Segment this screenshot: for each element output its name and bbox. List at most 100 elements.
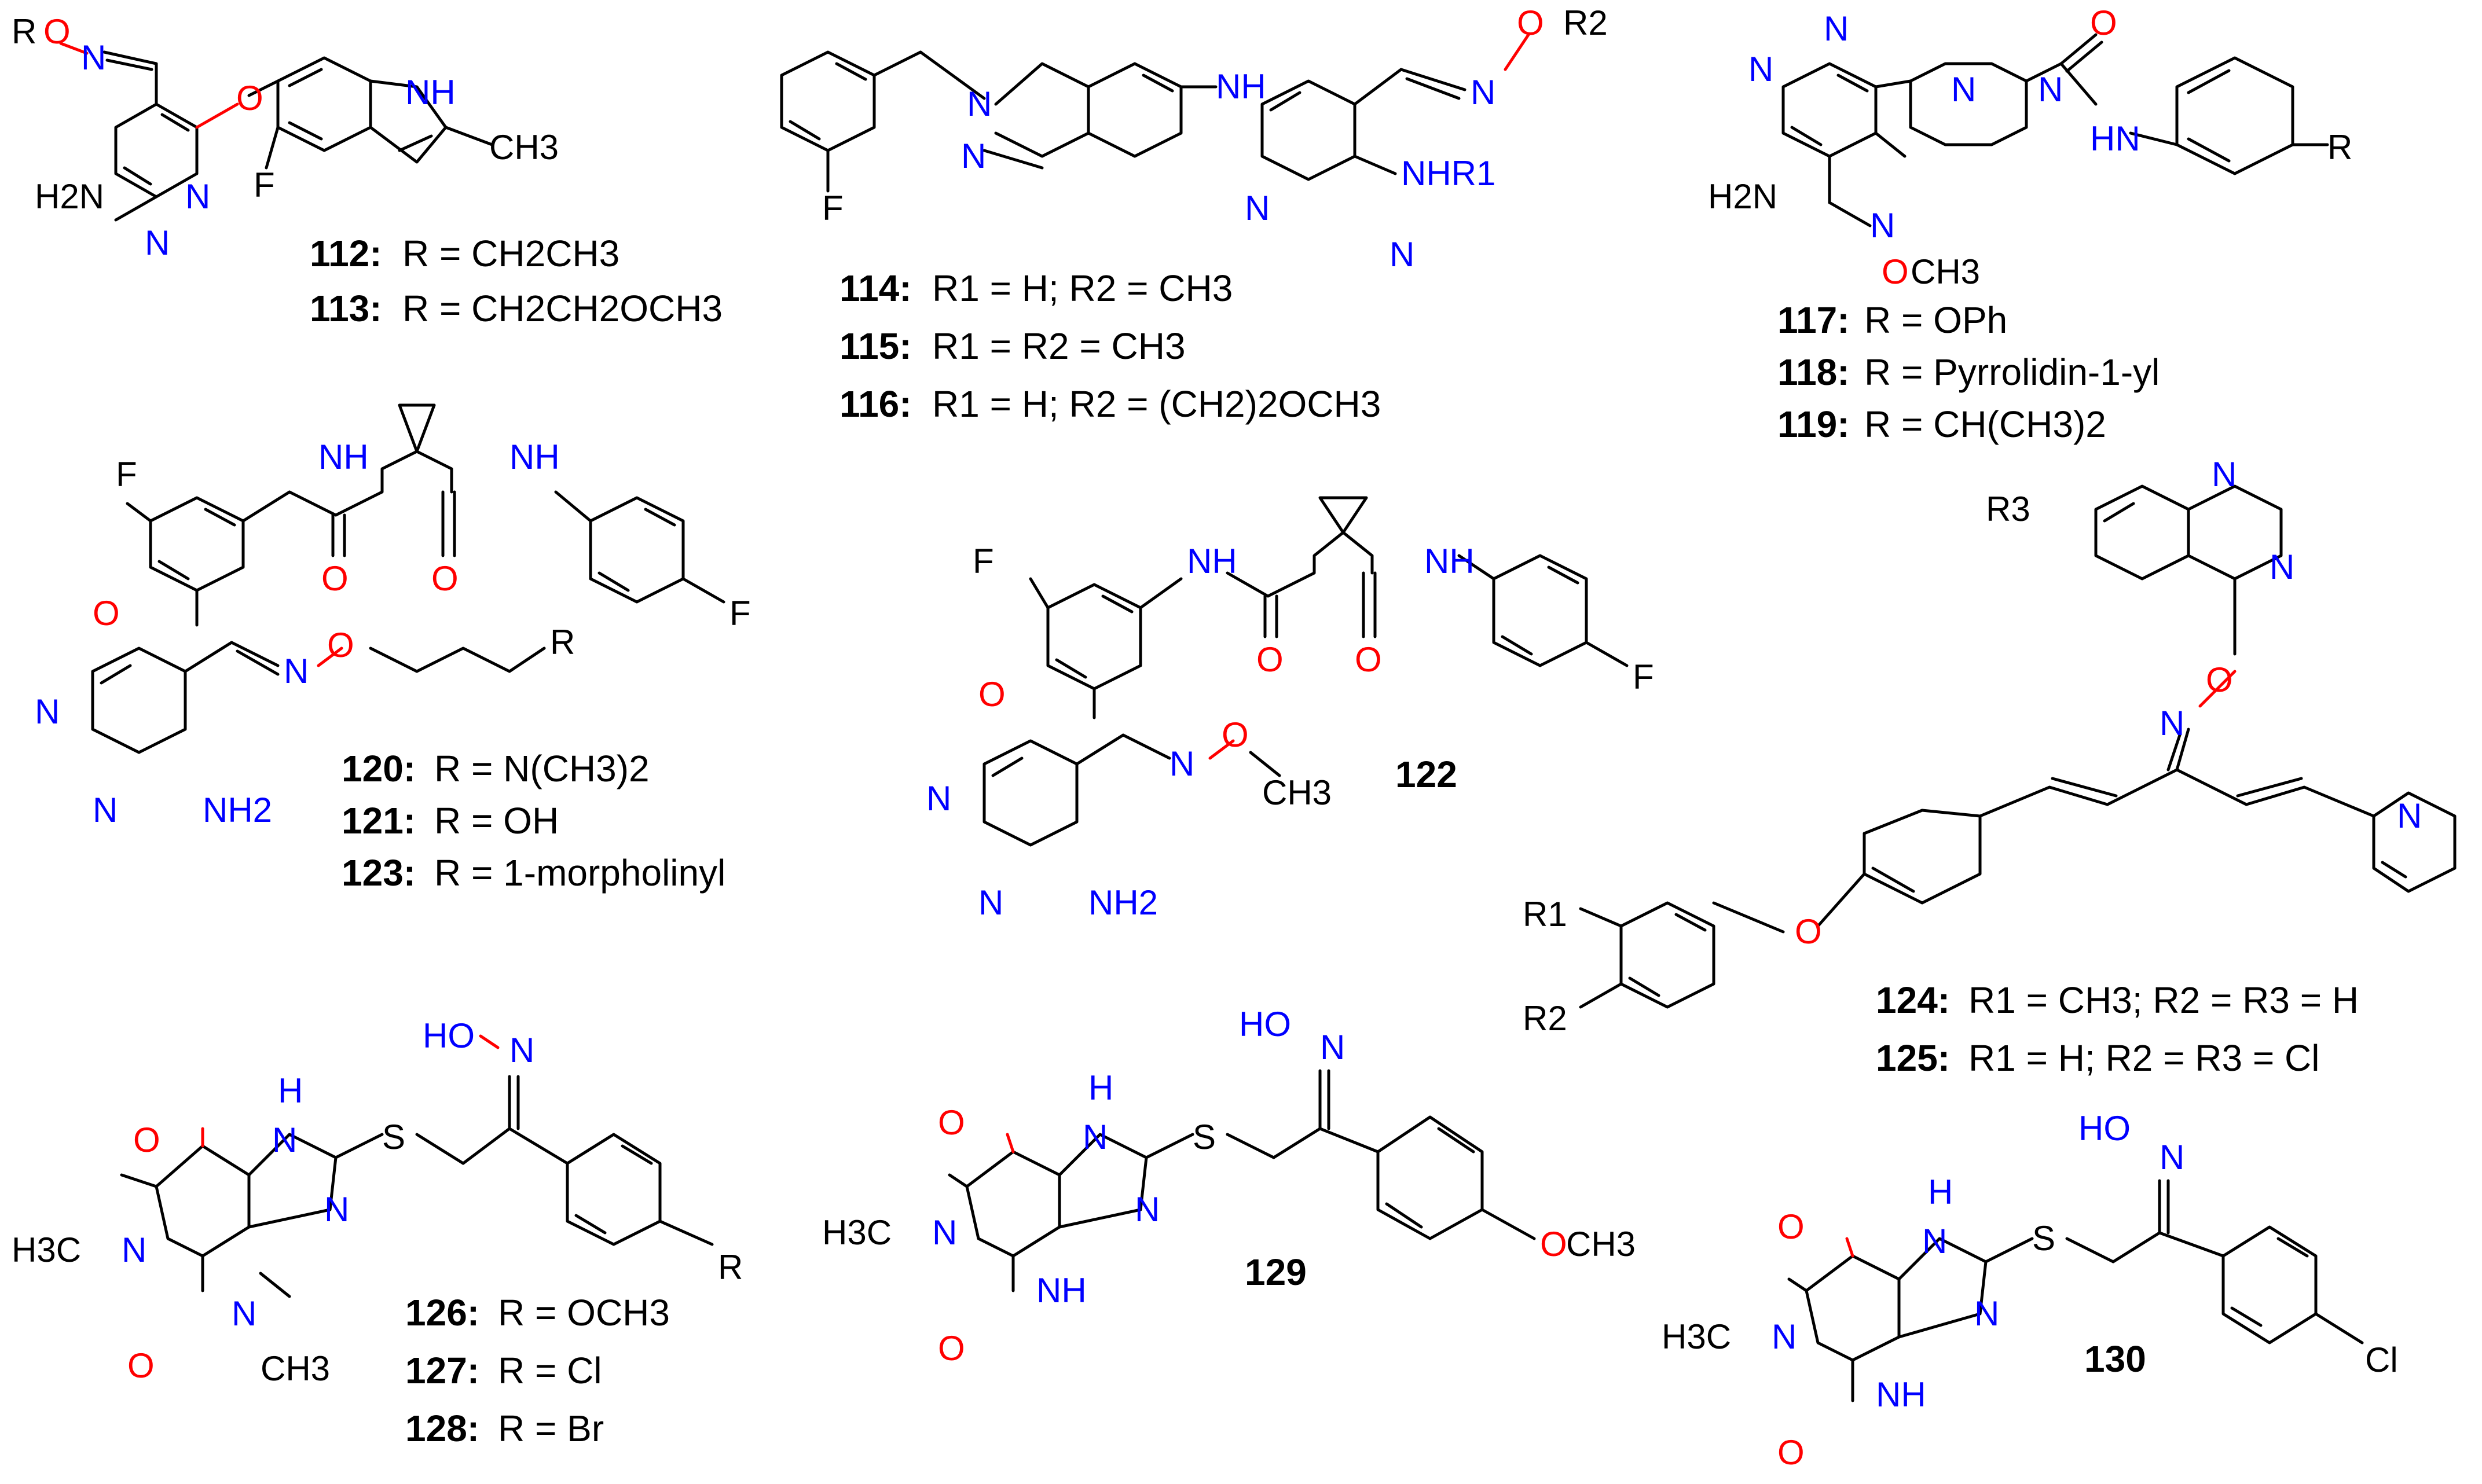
atom-n: N	[2160, 1138, 2184, 1177]
label-124-substituent: R1 = CH3; R2 = R3 = H	[1968, 979, 2359, 1021]
atom-r3: R3	[1986, 490, 2030, 528]
atom-r: R	[550, 623, 575, 662]
atom-o: O	[938, 1103, 965, 1142]
atom-n: N	[509, 1031, 534, 1070]
atom-o: O	[938, 1329, 965, 1368]
label-113-number: 113:	[310, 288, 382, 329]
atom-nh: NH	[1424, 542, 1475, 581]
label-126-substituent: R = OCH3	[498, 1292, 670, 1334]
atom-n: N	[272, 1121, 297, 1159]
atom-o: O	[133, 1121, 160, 1159]
atom-r: R	[12, 12, 36, 51]
label-125-number: 125:	[1876, 1037, 1950, 1079]
atom-n: N	[2212, 455, 2237, 494]
atom-n: N	[1245, 189, 1270, 227]
atom-n: N	[1169, 744, 1194, 783]
atom-nh: NH	[509, 438, 560, 476]
structure-112-113: R O N O NH CH3 F H2N N N 112: R = CH2CH3…	[12, 12, 723, 329]
atom-o: O	[1355, 640, 1382, 679]
label-114-substituent: R1 = H; R2 = CH3	[932, 267, 1233, 309]
label-124-number: 124:	[1876, 979, 1950, 1021]
atom-n: N	[81, 38, 106, 77]
atom-n: N	[93, 791, 118, 829]
atom-o: O	[1256, 640, 1284, 679]
atom-f: F	[116, 455, 137, 494]
label-120-substituent: R = N(CH3)2	[434, 748, 650, 789]
atom-n: N	[2397, 796, 2422, 835]
label-120-number: 120:	[342, 748, 416, 789]
atom-cl: Cl	[2365, 1340, 2398, 1379]
atom-n: N	[1974, 1294, 1999, 1333]
label-119-number: 119:	[1777, 403, 1850, 445]
label-123-number: 123:	[342, 852, 416, 894]
atom-r: R	[718, 1248, 743, 1287]
atom-o: O	[2206, 660, 2233, 699]
atom-ho: HO	[423, 1016, 475, 1055]
label-125-substituent: R1 = H; R2 = R3 = Cl	[1968, 1037, 2319, 1079]
atom-o: O	[236, 79, 263, 117]
atom-o: O	[127, 1346, 155, 1385]
atom-o: O	[93, 594, 120, 633]
label-121-substituent: R = OH	[434, 800, 559, 842]
atom-o: O	[978, 675, 1006, 714]
atom-ch3: CH3	[1262, 773, 1332, 812]
atom-n: N	[185, 177, 210, 216]
atom-n: N	[926, 779, 951, 818]
atom-s: S	[1193, 1118, 1216, 1156]
atom-ho: HO	[2078, 1109, 2131, 1148]
atom-nh: NH	[405, 73, 456, 112]
atom-o: O	[327, 626, 354, 664]
atom-nh: NH	[1216, 67, 1266, 106]
atom-o: O	[2090, 3, 2117, 42]
atom-n: N	[232, 1294, 256, 1333]
atom-h3c: H3C	[1662, 1317, 1731, 1356]
atom-o: O	[1795, 912, 1822, 951]
atom-nh: NH	[1036, 1271, 1087, 1310]
atom-ho: HO	[1239, 1005, 1291, 1044]
atom-n: N	[1320, 1028, 1345, 1067]
atom-n: N	[978, 883, 1003, 922]
label-112-number: 112:	[310, 233, 382, 274]
atom-hn: HN	[2090, 119, 2140, 158]
atom-o: O	[1540, 1225, 1567, 1263]
label-128-number: 128:	[405, 1408, 479, 1449]
atom-n: N	[1772, 1317, 1797, 1356]
atom-f: F	[822, 189, 844, 227]
atom-nh: NH	[318, 438, 369, 476]
atom-h3c: H3C	[822, 1213, 892, 1252]
atom-n: N	[2038, 70, 2063, 109]
atom-n: N	[35, 692, 60, 731]
atom-r: R	[2327, 128, 2352, 167]
atom-s: S	[2032, 1219, 2055, 1258]
label-123-substituent: R = 1-morpholinyl	[434, 852, 725, 894]
label-116-substituent: R1 = H; R2 = (CH2)2OCH3	[932, 383, 1381, 425]
label-113-substituent: R = CH2CH2OCH3	[402, 288, 723, 329]
label-119-substituent: R = CH(CH3)2	[1864, 403, 2106, 445]
atom-r1: R1	[1523, 895, 1567, 934]
atom-n: N	[1870, 206, 1895, 245]
atom-ch3: CH3	[1911, 252, 1980, 291]
atom-h: H	[1088, 1068, 1113, 1107]
structure-117-119: N N N N O HN R H2N N O CH3 117: R = OPh …	[1708, 3, 2352, 445]
structure-122: F O NH O O NH F N O CH3 N N NH2 122	[926, 496, 1654, 922]
atom-r2: R2	[1523, 999, 1567, 1038]
structure-130: HO N H N O S N H3C N O NH Cl 130	[1662, 1109, 2398, 1472]
label-126-number: 126:	[405, 1292, 479, 1334]
atom-f: F	[1633, 657, 1654, 696]
atom-o: O	[431, 559, 459, 598]
label-117-number: 117:	[1777, 299, 1850, 341]
atom-o: O	[1222, 715, 1249, 754]
atom-o: O	[1517, 3, 1544, 42]
atom-n: N	[145, 223, 170, 262]
label-129-number: 129	[1245, 1251, 1307, 1293]
atom-n: N	[1390, 235, 1414, 274]
atom-n: N	[967, 85, 992, 123]
atom-n: N	[932, 1213, 957, 1252]
atom-n: N	[1135, 1190, 1160, 1229]
atom-o: O	[43, 12, 71, 51]
atom-h: H	[1928, 1173, 1953, 1211]
atom-o: O	[1777, 1207, 1805, 1246]
atom-f: F	[973, 542, 994, 581]
